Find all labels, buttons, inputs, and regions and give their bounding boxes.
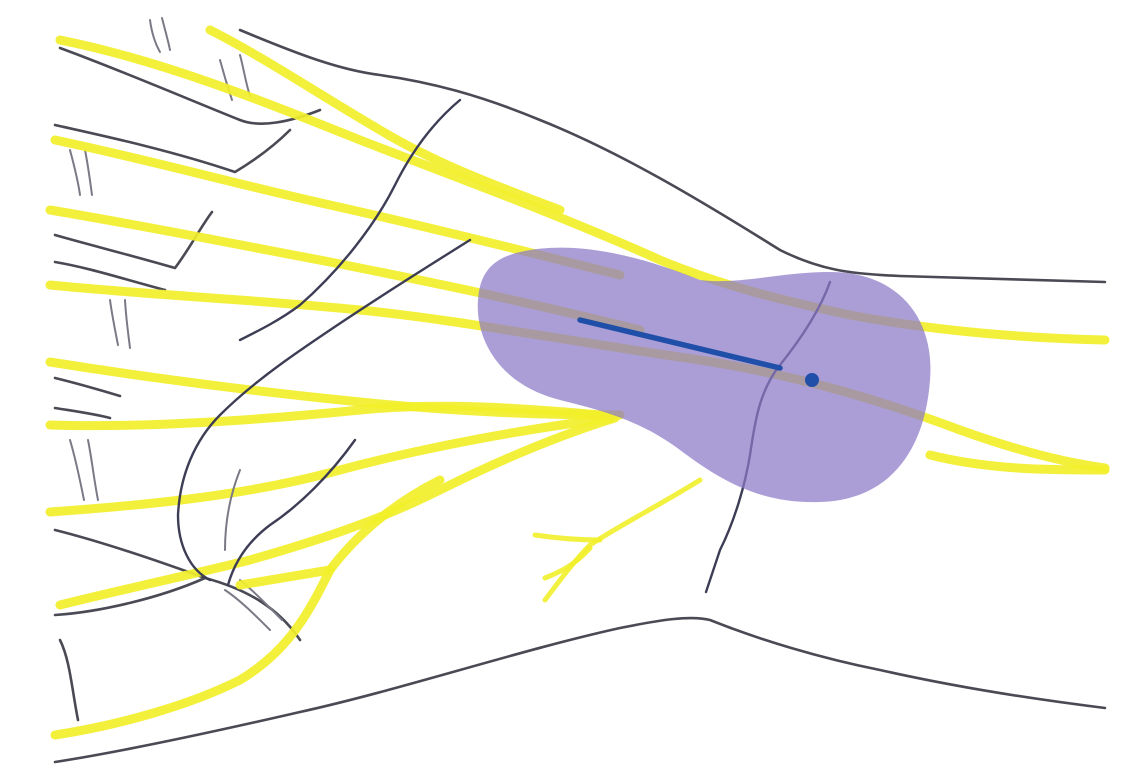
nerve-branch [240,570,330,585]
nerve-branch [210,30,560,210]
block-area-shading [478,248,931,503]
vein-minor [225,470,240,550]
crease [70,150,80,195]
crease [85,150,92,195]
crease [125,300,130,348]
crease [110,300,118,345]
nerve-branch [60,418,615,605]
crease [225,590,270,630]
needle-tip-icon [805,373,819,387]
finger-outline-9 [60,640,78,720]
crease [88,440,98,500]
finger-outline-7 [55,530,205,578]
finger-creases [70,18,282,630]
crease [162,18,170,50]
crease [70,440,84,500]
finger-outline-5 [55,378,120,396]
crease [150,20,160,52]
nerve-branch-small [535,535,600,540]
finger-outline-6 [55,408,110,418]
nerve-branch [50,418,610,512]
finger-outline-8 [55,578,300,640]
hand-outline-dorsal-edge [240,30,1105,282]
